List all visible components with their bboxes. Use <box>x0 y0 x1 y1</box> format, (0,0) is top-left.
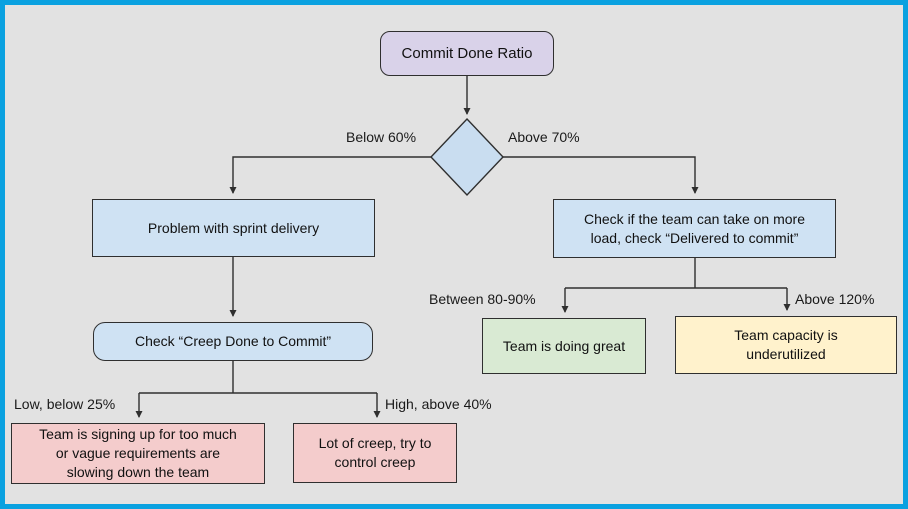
node-check-team-load-label: Check if the team can take on more load,… <box>584 210 805 246</box>
edge-decision-to-problem <box>229 156 431 194</box>
node-team-capacity-underutilized-label: Team capacity is underutilized <box>734 327 838 362</box>
node-team-doing-great: Team is doing great <box>482 318 646 374</box>
connector-layer <box>135 76 791 418</box>
edge-label-low-below-25: Low, below 25% <box>14 396 116 412</box>
node-check-creep-done-to-commit: Check “Creep Done to Commit” <box>93 322 373 361</box>
node-commit-done-ratio-label: Commit Done Ratio <box>401 45 533 62</box>
node-problem-sprint-delivery-label: Problem with sprint delivery <box>147 219 320 236</box>
edge-label-above-120: Above 120% <box>795 291 875 307</box>
node-check-team-load: Check if the team can take on more load,… <box>553 199 836 258</box>
node-lot-of-creep: Lot of creep, try to control creep <box>293 423 457 483</box>
edge-label-between-80-90: Between 80-90% <box>429 291 536 307</box>
edge-decision-to-load <box>503 156 699 194</box>
edge-label-high-above-40: High, above 40% <box>385 396 492 412</box>
edge-label-below-60: Below 60% <box>346 129 417 145</box>
node-signing-up-too-much: Team is signing up for too much or vague… <box>11 423 265 484</box>
node-lot-of-creep-label: Lot of creep, try to control creep <box>318 435 432 470</box>
edge-label-above-70: Above 70% <box>508 129 580 145</box>
node-team-doing-great-label: Team is doing great <box>502 337 626 354</box>
node-check-creep-done-to-commit-label: Check “Creep Done to Commit” <box>134 333 332 349</box>
decision-diamond <box>430 117 504 197</box>
node-commit-done-ratio: Commit Done Ratio <box>380 31 554 76</box>
node-signing-up-too-much-label: Team is signing up for too much or vague… <box>39 426 237 480</box>
node-team-capacity-underutilized: Team capacity is underutilized <box>675 316 897 374</box>
node-problem-sprint-delivery: Problem with sprint delivery <box>92 199 375 257</box>
